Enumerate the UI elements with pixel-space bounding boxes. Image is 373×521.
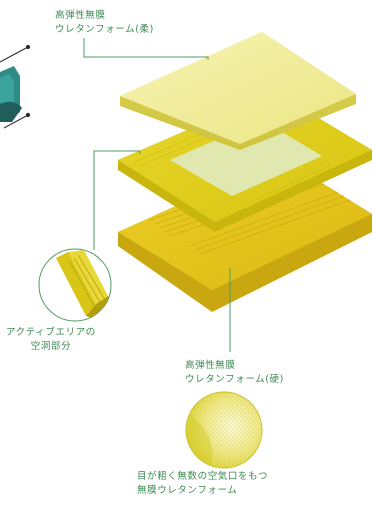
bottom-layer-label-line2: ウレタンフォーム(硬) (185, 374, 284, 385)
foam-texture-disc (185, 391, 263, 469)
foam-detail-label-line1: 目が粗く無数の空気口をもつ (137, 471, 268, 482)
top-layer-label-line2: ウレタンフォーム(柔) (55, 24, 154, 35)
foam-detail-label: 目が粗く無数の空気口をもつ 無膜ウレタンフォーム (137, 470, 268, 498)
top-layer-label: 高弾性無膜 ウレタンフォーム(柔) (55, 9, 154, 37)
bottom-layer-label: 高弾性無膜 ウレタンフォーム(硬) (185, 359, 284, 387)
product-corner-graphic (0, 66, 22, 122)
middle-foam-sheet (118, 92, 372, 232)
pointer-lines (0, 44, 31, 129)
active-area-label: アクティブエリアの 空洞部分 (6, 326, 96, 354)
foam-detail-label-line2: 無膜ウレタンフォーム (137, 485, 238, 496)
active-area-label-line2: 空洞部分 (30, 341, 72, 352)
active-area-label-line1: アクティブエリアの (6, 327, 96, 338)
top-layer-label-line1: 高弾性無膜 (55, 10, 106, 21)
bottom-layer-label-line1: 高弾性無膜 (185, 360, 236, 371)
leader-lines (83, 38, 231, 352)
active-area-inset (38, 248, 112, 322)
top-foam-sheet (120, 32, 356, 150)
